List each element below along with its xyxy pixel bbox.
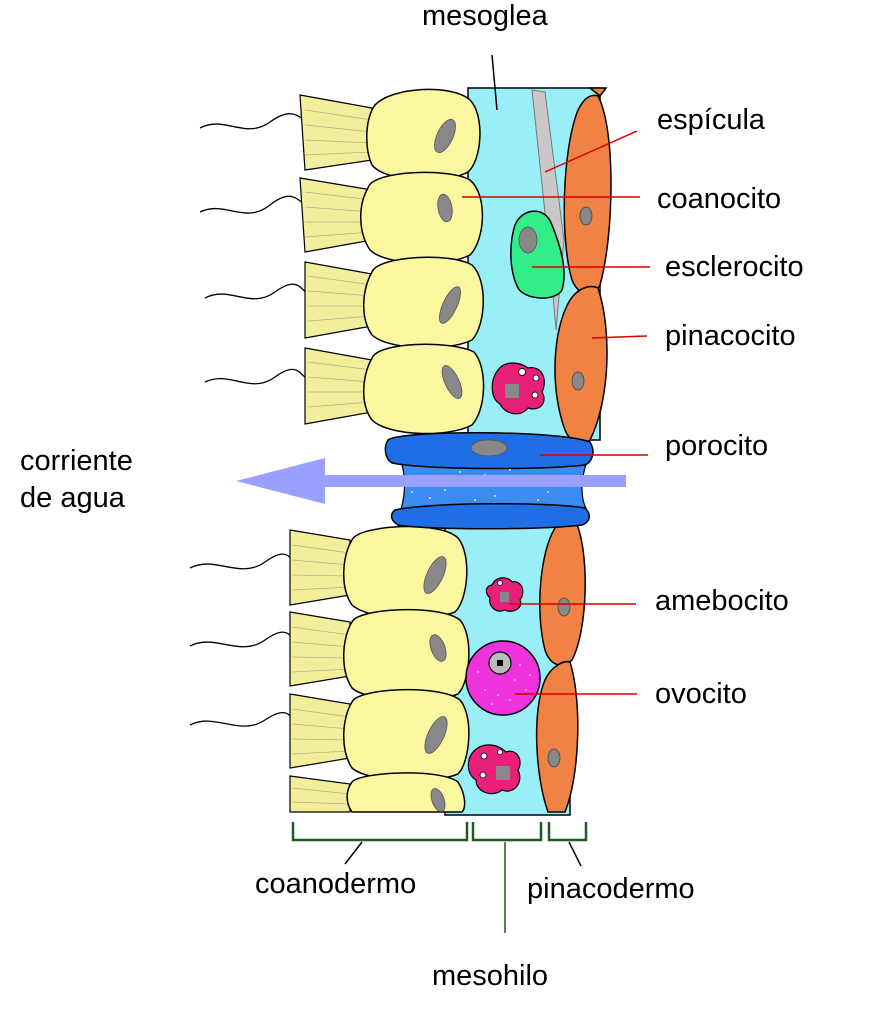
label-corriente-line2: de agua (20, 482, 126, 514)
label-ovocito: ovocito (655, 678, 747, 710)
collars-lower (289, 529, 351, 813)
pinacocytes-upper (554, 87, 612, 445)
label-coanocito: coanocito (657, 183, 781, 215)
water-current-arrow (236, 458, 626, 504)
label-mesohilo: mesohilo (432, 960, 548, 992)
flagella-lower (189, 553, 301, 727)
choanocytes-upper (360, 88, 485, 435)
pinacocyte-nuclei-lower (547, 597, 571, 768)
bracket-mesohilo (471, 822, 543, 842)
leader-mesoglea (491, 54, 498, 111)
collars-upper (299, 94, 373, 425)
label-espicula: espícula (657, 104, 766, 136)
bracket-leaders (344, 841, 582, 867)
amoebocyte-upper (491, 362, 545, 415)
bracket-pinacodermo (547, 822, 588, 842)
choanocytes-lower (343, 525, 470, 813)
label-pinacodermo: pinacodermo (527, 873, 695, 905)
label-coanodermo: coanodermo (255, 868, 416, 900)
bracket-coanodermo (291, 822, 469, 842)
leader-lines (462, 130, 650, 695)
label-mesoglea: mesoglea (422, 0, 549, 32)
choanocyte-nuclei-lower (423, 556, 448, 812)
amoebocyte-middle (485, 577, 524, 612)
label-porocito: porocito (665, 430, 768, 462)
flagella-upper (199, 113, 313, 385)
amoebocyte-lower (467, 744, 521, 795)
porocyte-nucleus (470, 439, 508, 457)
label-pinacocito: pinacocito (665, 320, 796, 352)
label-esclerocito: esclerocito (665, 251, 804, 283)
pinacocyte-nuclei-upper (571, 206, 593, 391)
porocyte (384, 431, 594, 530)
label-amebocito: amebocito (655, 585, 789, 617)
brackets (291, 822, 588, 842)
pinacocytes-lower (535, 517, 586, 813)
label-corriente-line1: corriente (20, 445, 133, 477)
sclerocyte-nucleus (518, 226, 538, 254)
oocyte (465, 640, 541, 716)
collar-stripes-lower (291, 544, 351, 805)
choanocyte-nuclei-upper (434, 118, 463, 399)
